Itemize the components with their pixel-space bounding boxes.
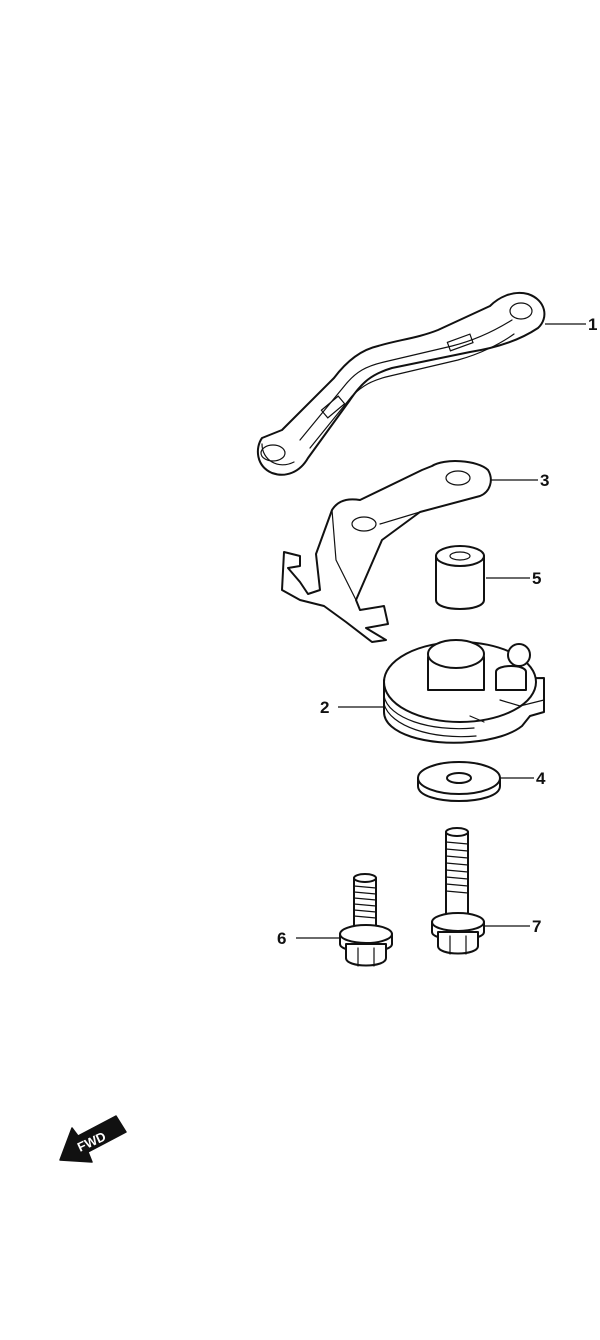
callout-2: 2 (320, 698, 329, 717)
part-3-bracket (281, 460, 492, 643)
part-5-collar (435, 545, 485, 610)
part-2-cam-pulley (383, 639, 545, 744)
part-6-short-bolt (339, 873, 393, 967)
part-1-link-arm (256, 292, 546, 476)
callout-5: 5 (532, 569, 541, 588)
fwd-arrow-icon: FWD (59, 1115, 127, 1163)
callout-6: 6 (277, 929, 286, 948)
callout-1: 1 (588, 315, 597, 334)
callout-4: 4 (536, 769, 546, 788)
part-4-washer (417, 761, 501, 802)
callout-7: 7 (532, 917, 541, 936)
part-7-long-bolt (431, 827, 485, 955)
callout-3: 3 (540, 471, 549, 490)
